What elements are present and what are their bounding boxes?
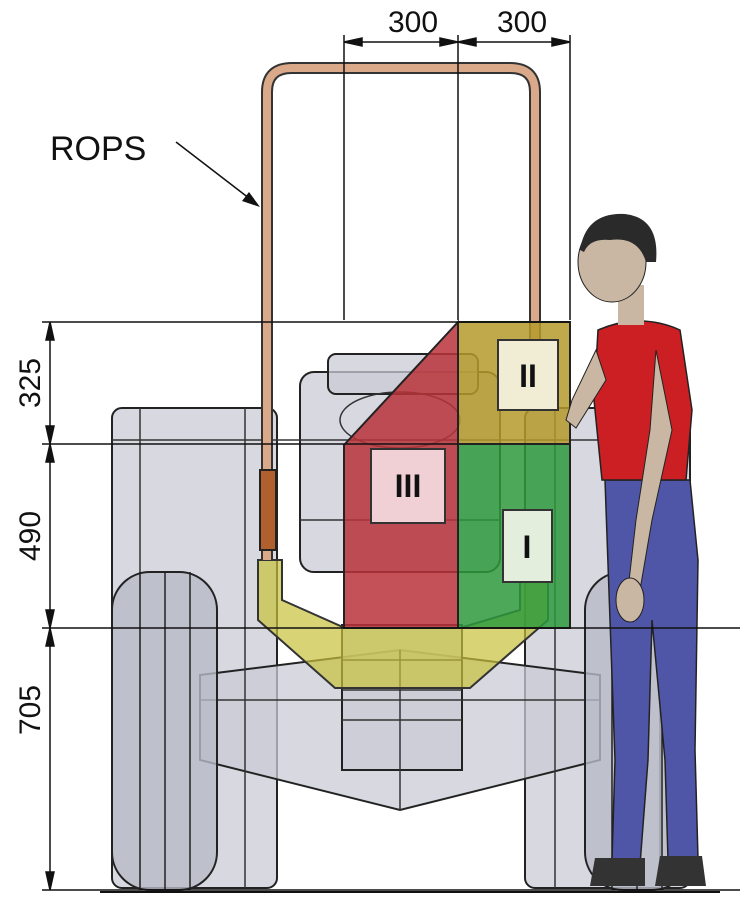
dimension-300-left: 300: [388, 6, 438, 39]
dimension-490: 490: [14, 511, 47, 561]
dimension-705: 705: [14, 685, 47, 735]
zone-iii-label: III: [395, 468, 422, 504]
rops-label: ROPS: [50, 130, 146, 168]
zone-ii-label-box: [497, 339, 559, 411]
zone-i-label-box: [502, 509, 553, 583]
human-figure: [565, 213, 706, 886]
rops-leader-line: [175, 141, 255, 203]
dimension-325: 325: [14, 358, 47, 408]
horizontal-dimensions: [343, 35, 571, 320]
zone-ii-label: II: [519, 358, 537, 394]
dimension-300-right: 300: [497, 6, 547, 39]
zone-i-label: I: [523, 529, 532, 565]
rops-mount: [259, 469, 277, 551]
zone-iii-label-box: [370, 448, 446, 524]
vertical-dimensions: [42, 321, 740, 891]
rops-leader-arrowhead: [242, 192, 260, 207]
